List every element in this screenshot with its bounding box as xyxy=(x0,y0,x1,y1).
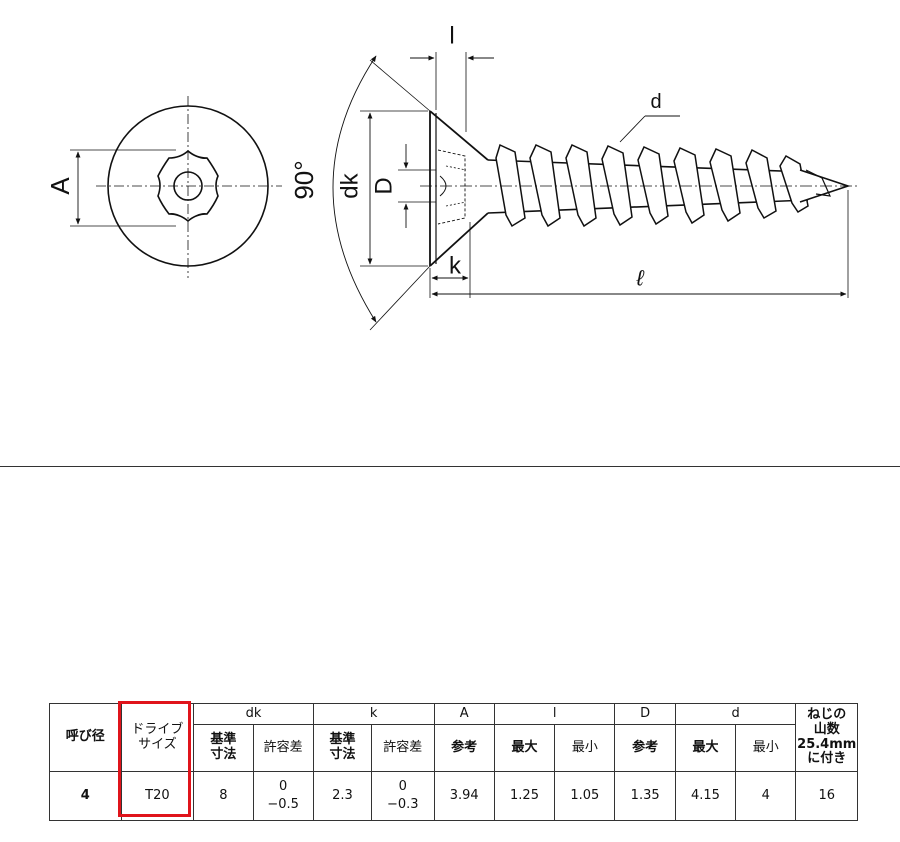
label-D: D xyxy=(371,177,398,194)
cell-k-tolerance: 0−0.3 xyxy=(371,771,435,821)
cell-D-reference: 1.35 xyxy=(614,771,676,821)
cell-d-min: 4 xyxy=(735,771,797,821)
screw-technical-drawing: A xyxy=(45,23,858,331)
th-dk-basic: 基準寸法 xyxy=(193,724,254,772)
cell-A-reference: 3.94 xyxy=(433,771,495,821)
th-A-reference: 参考 xyxy=(433,724,495,772)
cell-dk-basic: 8 xyxy=(193,771,254,821)
th-D-reference: 参考 xyxy=(614,724,676,772)
th-nominal: 呼び径 xyxy=(49,703,122,772)
head-end-view xyxy=(70,96,282,278)
cell-dk-tolerance: 0−0.5 xyxy=(252,771,314,821)
screw-side-view xyxy=(420,110,858,267)
table-row: 4 T20 8 0−0.5 2.3 0−0.3 3.94 1.25 1.05 1… xyxy=(49,771,858,821)
label-dk: dk xyxy=(337,172,364,198)
th-d-min: 最小 xyxy=(735,724,797,772)
dim-angle xyxy=(332,55,431,331)
dim-D xyxy=(398,144,436,228)
cell-l-max: 1.25 xyxy=(493,771,556,821)
th-l-max: 最大 xyxy=(493,724,556,772)
cell-drive-size: T20 xyxy=(120,771,195,821)
cell-k-basic: 2.3 xyxy=(312,771,373,821)
dim-k xyxy=(429,222,471,298)
cell-d-max: 4.15 xyxy=(674,771,737,821)
dim-d-leader xyxy=(619,115,680,143)
cell-nominal: 4 xyxy=(49,771,122,821)
th-dk-tolerance: 許容差 xyxy=(252,724,314,772)
th-l-min: 最小 xyxy=(554,724,616,772)
dim-l-small xyxy=(410,52,494,132)
th-d-max: 最大 xyxy=(674,724,737,772)
th-D: D xyxy=(614,703,676,725)
cell-threads: 16 xyxy=(795,771,858,821)
header-row-sub: 基準寸法 許容差 基準寸法 許容差 参考 最大 最小 参考 最大 最小 xyxy=(50,724,858,772)
th-k-basic: 基準寸法 xyxy=(312,724,373,772)
cell-l-min: 1.05 xyxy=(554,771,616,821)
dim-length xyxy=(431,190,849,298)
drive-size-highlight-box xyxy=(118,701,191,817)
th-k-tolerance: 許容差 xyxy=(371,724,435,772)
th-k: k xyxy=(312,703,435,725)
section-divider xyxy=(0,466,900,467)
label-l-small: l xyxy=(449,23,454,50)
label-angle: 90° xyxy=(289,160,319,199)
th-A: A xyxy=(433,703,495,725)
label-d: d xyxy=(650,91,661,113)
label-k: k xyxy=(449,253,462,280)
label-length: ℓ xyxy=(635,266,644,291)
th-l: l xyxy=(493,703,616,725)
th-dk: dk xyxy=(193,703,314,725)
label-A: A xyxy=(45,177,75,195)
th-d: d xyxy=(674,703,797,725)
